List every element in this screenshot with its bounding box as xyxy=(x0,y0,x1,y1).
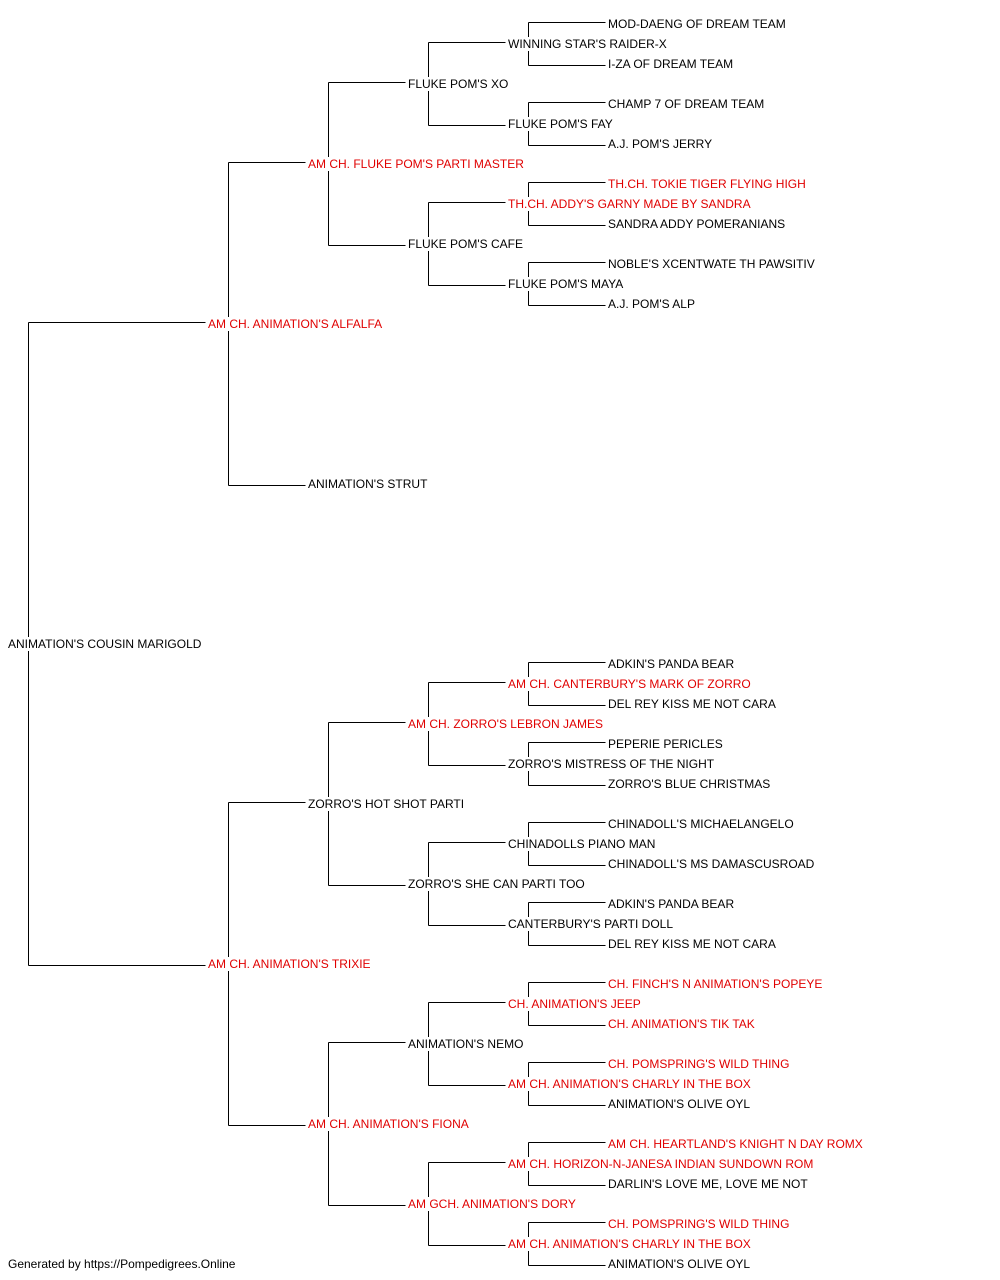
sire-dam-name: ANIMATION'S STRUT xyxy=(307,477,429,491)
g3-ancestor-3: AM CH. ZORRO'S LEBRON JAMES xyxy=(407,717,604,731)
g5-ancestor-8: A.J. POM'S ALP xyxy=(607,297,696,311)
g4-ancestor-11: AM CH. HORIZON-N-JANESA INDIAN SUNDOWN R… xyxy=(507,1157,815,1171)
dam-name: AM CH. ANIMATION'S TRIXIE xyxy=(207,957,372,971)
g5-ancestor-15: ADKIN'S PANDA BEAR xyxy=(607,897,736,911)
g4-ancestor-10: AM CH. ANIMATION'S CHARLY IN THE BOX xyxy=(507,1077,752,1091)
g5-ancestor-5: TH.CH. TOKIE TIGER FLYING HIGH xyxy=(607,177,807,191)
sire-name: AM CH. ANIMATION'S ALFALFA xyxy=(207,317,384,331)
g3-ancestor-5: ANIMATION'S NEMO xyxy=(407,1037,525,1051)
g4-ancestor-7: CHINADOLLS PIANO MAN xyxy=(507,837,657,851)
g5-ancestor-7: NOBLE'S XCENTWATE TH PAWSITIV xyxy=(607,257,816,271)
g5-ancestor-23: CH. POMSPRING'S WILD THING xyxy=(607,1217,791,1231)
g3-ancestor-6: AM GCH. ANIMATION'S DORY xyxy=(407,1197,577,1211)
sire-sire-name: AM CH. FLUKE POM'S PARTI MASTER xyxy=(307,157,525,171)
g4-ancestor-3: TH.CH. ADDY'S GARNY MADE BY SANDRA xyxy=(507,197,752,211)
g4-ancestor-8: CANTERBURY'S PARTI DOLL xyxy=(507,917,674,931)
subject-name: ANIMATION'S COUSIN MARIGOLD xyxy=(7,637,203,651)
g5-ancestor-1: MOD-DAENG OF DREAM TEAM xyxy=(607,17,787,31)
generated-by-footer: Generated by https://Pompedigrees.Online xyxy=(8,1257,236,1271)
g5-ancestor-19: CH. POMSPRING'S WILD THING xyxy=(607,1057,791,1071)
g5-ancestor-2: I-ZA OF DREAM TEAM xyxy=(607,57,735,71)
g5-ancestor-10: DEL REY KISS ME NOT CARA xyxy=(607,697,777,711)
g5-ancestor-21: AM CH. HEARTLAND'S KNIGHT N DAY ROMX xyxy=(607,1137,864,1151)
g5-ancestor-4: A.J. POM'S JERRY xyxy=(607,137,714,151)
g5-ancestor-11: PEPERIE PERICLES xyxy=(607,737,724,751)
g3-ancestor-2: FLUKE POM'S CAFE xyxy=(407,237,524,251)
g5-ancestor-24: ANIMATION'S OLIVE OYL xyxy=(607,1257,752,1271)
g5-ancestor-17: CH. FINCH'S N ANIMATION'S POPEYE xyxy=(607,977,824,991)
dam-dam-name: AM CH. ANIMATION'S FIONA xyxy=(307,1117,470,1131)
dam-sire-name: ZORRO'S HOT SHOT PARTI xyxy=(307,797,466,811)
g4-ancestor-4: FLUKE POM'S MAYA xyxy=(507,277,625,291)
g5-ancestor-3: CHAMP 7 OF DREAM TEAM xyxy=(607,97,766,111)
g5-ancestor-14: CHINADOLL'S MS DAMASCUSROAD xyxy=(607,857,816,871)
g5-ancestor-6: SANDRA ADDY POMERANIANS xyxy=(607,217,787,231)
g5-ancestor-22: DARLIN'S LOVE ME, LOVE ME NOT xyxy=(607,1177,809,1191)
g4-ancestor-9: CH. ANIMATION'S JEEP xyxy=(507,997,642,1011)
g3-ancestor-1: FLUKE POM'S XO xyxy=(407,77,510,91)
g4-ancestor-2: FLUKE POM'S FAY xyxy=(507,117,614,131)
g5-ancestor-18: CH. ANIMATION'S TIK TAK xyxy=(607,1017,756,1031)
g5-ancestor-16: DEL REY KISS ME NOT CARA xyxy=(607,937,777,951)
g5-ancestor-20: ANIMATION'S OLIVE OYL xyxy=(607,1097,752,1111)
g4-ancestor-6: ZORRO'S MISTRESS OF THE NIGHT xyxy=(507,757,716,771)
g3-ancestor-4: ZORRO'S SHE CAN PARTI TOO xyxy=(407,877,586,891)
g5-ancestor-9: ADKIN'S PANDA BEAR xyxy=(607,657,736,671)
g5-ancestor-13: CHINADOLL'S MICHAELANGELO xyxy=(607,817,795,831)
g4-ancestor-5: AM CH. CANTERBURY'S MARK OF ZORRO xyxy=(507,677,752,691)
g4-ancestor-12: AM CH. ANIMATION'S CHARLY IN THE BOX xyxy=(507,1237,752,1251)
g4-ancestor-1: WINNING STAR'S RAIDER-X xyxy=(507,37,668,51)
g5-ancestor-12: ZORRO'S BLUE CHRISTMAS xyxy=(607,777,772,791)
